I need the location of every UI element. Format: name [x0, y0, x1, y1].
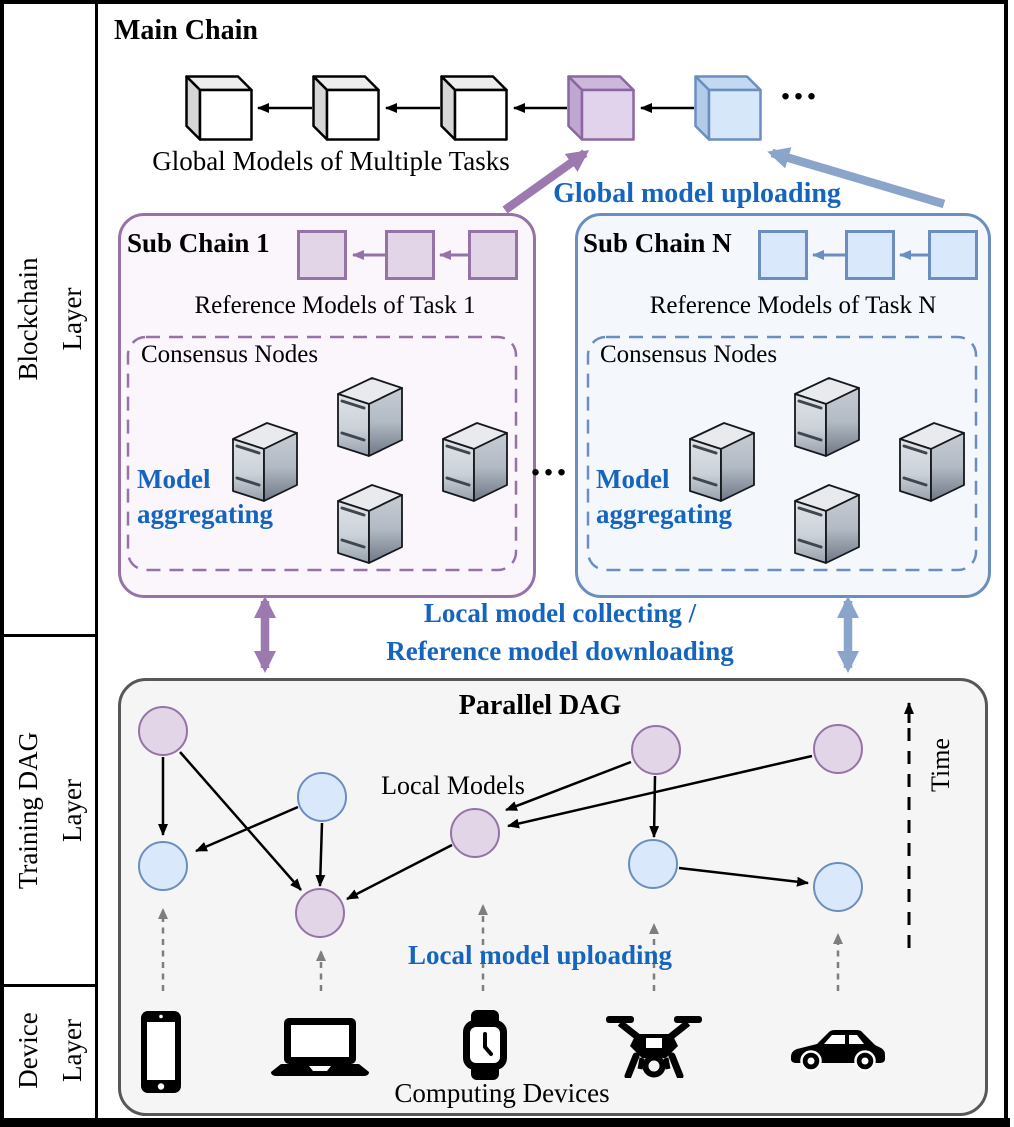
local-collecting-label: Local model collecting /	[423, 598, 697, 628]
model-aggregating-label-n: Model aggregating	[596, 462, 732, 532]
reference-downloading-label: Reference model downloading	[386, 636, 734, 666]
layer-label-line: Training DAG	[13, 731, 43, 890]
model-aggregating-line: aggregating	[596, 499, 732, 529]
block-cube-blue-icon	[695, 76, 761, 140]
local-model-uploading-label: Local model uploading	[407, 940, 673, 970]
time-label-text: Time	[926, 738, 955, 792]
sidebar-divider-dag-device	[0, 984, 98, 987]
main-chain-ellipsis: ...	[780, 63, 820, 108]
sub-chain-1-block	[385, 230, 435, 280]
layer-label-line: Device	[13, 1012, 43, 1089]
layer-label-device: Device Layer	[4, 984, 96, 1117]
sub-chain-n-caption: Reference Models of Task N	[649, 292, 937, 319]
frame-left	[0, 0, 4, 1122]
sub-chain-1-block	[468, 230, 518, 280]
dag-node-blue	[138, 841, 188, 891]
consensus-nodes-label-n: Consensus Nodes	[600, 341, 778, 368]
global-upload-label: Global model uploading	[553, 178, 841, 209]
dag-node-blue	[297, 772, 347, 822]
sub-chain-n-title: Sub Chain N	[583, 228, 732, 258]
sidebar-divider-vertical	[95, 0, 98, 1118]
dag-node-blue	[813, 862, 863, 912]
dag-node-purple	[138, 706, 188, 756]
drone-icon	[606, 1016, 702, 1078]
dag-node-blue	[628, 839, 678, 889]
dag-node-purple	[295, 888, 345, 938]
layer-label-line: Layer	[57, 779, 87, 842]
layer-label-line: Layer	[57, 1019, 87, 1082]
local-models-label: Local Models	[381, 771, 525, 800]
tablet-icon	[141, 1011, 181, 1093]
layer-label-blockchain: Blockchain Layer	[4, 4, 96, 634]
model-aggregating-line: aggregating	[137, 499, 273, 529]
time-axis-label: Time	[924, 730, 958, 800]
frame-right	[1004, 0, 1008, 1122]
model-aggregating-line: Model	[137, 464, 211, 494]
server-icon	[336, 376, 404, 457]
server-icon	[898, 421, 966, 502]
block-cube-icon	[441, 76, 507, 140]
main-chain-title: Main Chain	[114, 15, 258, 46]
server-icon	[336, 483, 404, 564]
consensus-nodes-label-1: Consensus Nodes	[141, 341, 319, 368]
sub-chain-n-block	[928, 230, 978, 280]
frame-top	[0, 0, 1008, 4]
dag-node-purple	[631, 725, 681, 775]
server-icon	[793, 483, 861, 564]
parallel-dag-title: Parallel DAG	[458, 690, 622, 721]
sidebar-divider-blockchain-dag	[0, 634, 98, 637]
server-icon	[793, 376, 861, 457]
sub-chain-1-caption: Reference Models of Task 1	[194, 292, 476, 319]
sub-chain-1-title: Sub Chain 1	[127, 228, 270, 258]
block-cube-purple-icon	[568, 76, 634, 140]
layer-label-line: Blockchain	[13, 257, 43, 381]
sub-chains-ellipsis: ...	[530, 439, 570, 484]
server-icon	[441, 421, 509, 502]
dag-node-purple	[813, 724, 863, 774]
main-chain-caption: Global Models of Multiple Tasks	[152, 146, 510, 176]
model-aggregating-line: Model	[596, 464, 670, 494]
sub-chain-n-block	[845, 230, 895, 280]
smartwatch-icon	[463, 1010, 507, 1080]
sub-chain-n-block	[758, 230, 808, 280]
sub-chain-1-block	[297, 230, 347, 280]
car-icon	[791, 1030, 885, 1072]
computing-devices-caption: Computing Devices	[394, 1078, 610, 1108]
block-cube-icon	[313, 76, 379, 140]
laptop-icon	[271, 1018, 369, 1076]
layer-label-training-dag: Training DAG Layer	[4, 637, 96, 984]
block-cube-icon	[186, 76, 252, 140]
dag-node-purple	[450, 808, 500, 858]
frame-bottom	[0, 1118, 1010, 1127]
model-aggregating-label-1: Model aggregating	[137, 462, 273, 532]
layer-label-line: Layer	[57, 287, 87, 351]
